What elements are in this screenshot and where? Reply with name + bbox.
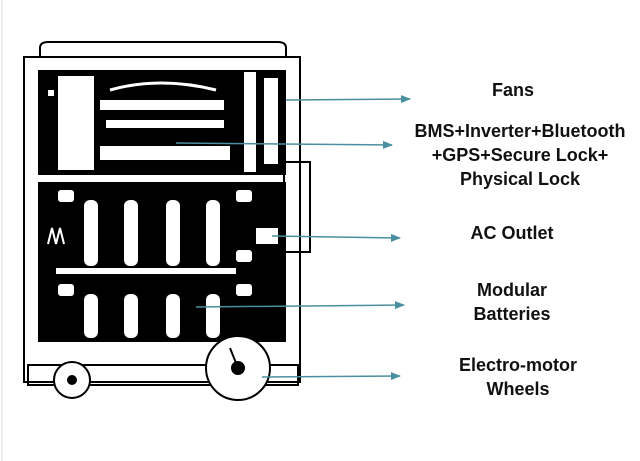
battery-cell	[206, 294, 220, 338]
battery-cell	[84, 200, 98, 266]
main-body	[23, 56, 301, 383]
label-ac-outlet: AC Outlet	[450, 221, 574, 245]
bracket	[58, 190, 74, 202]
label-electro-motor-wheels: Electro-motor Wheels	[440, 353, 596, 401]
rear-wheel-spoke	[229, 347, 239, 369]
battery-cell	[84, 294, 98, 338]
label-modular-batteries: Modular Batteries	[450, 278, 574, 326]
label-ac-outlet-text: AC Outlet	[470, 223, 554, 243]
label-fans-text: Fans	[491, 80, 534, 100]
label-bms-line-1: BMS+Inverter+Bluetooth	[414, 121, 626, 141]
label-bms-line-2: +GPS+Secure Lock+	[431, 145, 609, 165]
battery-cell	[124, 294, 138, 338]
arrow-wheels	[261, 372, 401, 381]
arrow-modular-batteries	[195, 301, 405, 310]
label-bms-line-3: Physical Lock	[459, 169, 581, 189]
battery-cell	[124, 200, 138, 266]
battery-compartment	[38, 182, 286, 342]
bracket	[236, 284, 252, 296]
label-wheels-line-1: Electro-motor	[458, 355, 577, 375]
ac-outlet-socket	[256, 228, 278, 244]
battery-cell	[206, 200, 220, 266]
callout-arrows	[175, 95, 411, 381]
battery-cell	[166, 200, 180, 266]
device-illustration	[23, 41, 311, 386]
label-fans: Fans	[468, 78, 558, 102]
label-wheels-line-2: Wheels	[486, 379, 550, 399]
battery-cell	[166, 294, 180, 338]
upper-compartment	[38, 70, 286, 175]
label-bms-inverter: BMS+Inverter+Bluetooth +GPS+Secure Lock+…	[400, 119, 640, 191]
bottom-base	[27, 364, 299, 386]
arrow-bms	[175, 140, 393, 149]
arrow-ac-outlet	[271, 233, 401, 242]
bracket	[236, 250, 252, 262]
front-wheel-hub	[67, 375, 77, 385]
battery-separator	[56, 268, 236, 274]
top-handle	[39, 41, 287, 57]
side-tab	[283, 161, 311, 253]
arrow-fans	[285, 95, 411, 104]
wheels	[53, 335, 271, 401]
zigzag-connector	[47, 227, 65, 245]
label-modular-line-1: Modular	[477, 280, 547, 300]
label-modular-line-2: Batteries	[473, 304, 551, 324]
bracket	[58, 284, 74, 296]
bracket	[236, 190, 252, 202]
